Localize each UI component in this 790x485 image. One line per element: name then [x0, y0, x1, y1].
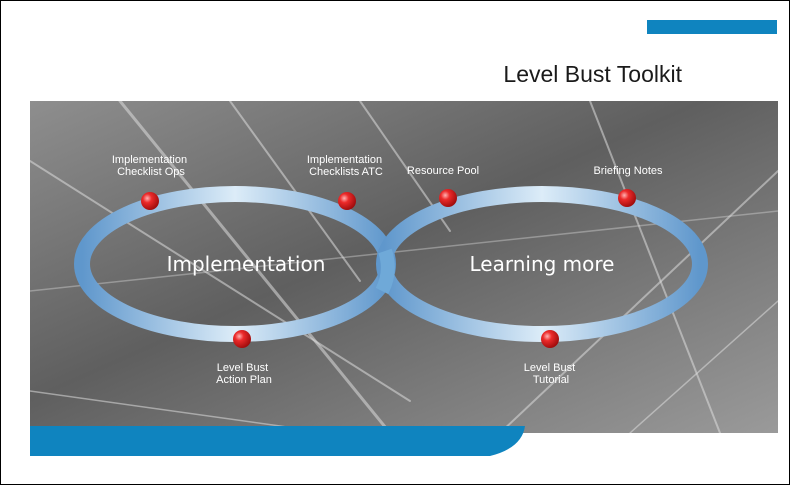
- node-resource-pool: Resource Pool: [407, 165, 479, 207]
- node-marker: [233, 330, 251, 348]
- right-ring-label: Learning more: [470, 252, 615, 276]
- toolkit-diagram: Implementation Learning more Implementat…: [30, 101, 778, 433]
- contrail: [629, 300, 778, 433]
- node-label-line: Tutorial: [533, 374, 569, 386]
- node-label-line: Checklists ATC: [309, 166, 383, 178]
- node-marker: [141, 192, 159, 210]
- contrail: [229, 101, 361, 282]
- contrail: [118, 101, 392, 433]
- node-marker: [618, 189, 636, 207]
- node-label-line: Implementation: [112, 154, 187, 166]
- sky-background: [30, 101, 778, 433]
- svg-text:Level Bust Action Plan: Level Bust Action Plan: [216, 362, 272, 386]
- svg-text:Implementation Checkli: Implementation Checklists ATC: [307, 154, 385, 178]
- node-briefing-notes: Briefing Notes: [593, 165, 663, 207]
- svg-text:Briefing Notes: Briefing Notes: [593, 165, 663, 177]
- node-label-line: Briefing Notes: [593, 165, 663, 177]
- slide-title: Level Bust Toolkit: [503, 61, 682, 87]
- ring-interlock: [375, 248, 395, 295]
- contrail: [499, 170, 778, 433]
- node-label-line: Action Plan: [216, 374, 272, 386]
- node-label-line: Implementation: [307, 154, 382, 166]
- node-label-line: Resource Pool: [407, 165, 479, 177]
- svg-text:Level Bust Tutorial: Level Bust Tutorial: [524, 362, 578, 386]
- accent-bar: [647, 20, 777, 34]
- node-level-bust-tutorial: Level Bust Tutorial: [524, 330, 578, 386]
- contrail: [30, 160, 411, 402]
- contrails: [30, 101, 778, 433]
- svg-text:Resource Pool: Resource Pool: [407, 165, 479, 177]
- node-marker: [541, 330, 559, 348]
- contrail: [30, 210, 778, 292]
- contrail: [589, 101, 721, 433]
- node-implementation-checklists-atc: Implementation Checklists ATC: [307, 154, 385, 210]
- node-label-line: Checklist Ops: [117, 166, 185, 178]
- svg-text:Implementation Checkli: Implementation Checklist Ops: [112, 154, 190, 178]
- node-label-line: Level Bust: [524, 362, 575, 374]
- node-level-bust-action-plan: Level Bust Action Plan: [216, 330, 272, 386]
- left-ring-label: Implementation: [167, 252, 326, 276]
- node-marker: [338, 192, 356, 210]
- node-marker: [439, 189, 457, 207]
- bottom-accent-band: [30, 426, 525, 456]
- node-label-line: Level Bust: [217, 362, 268, 374]
- node-implementation-checklist-ops: Implementation Checklist Ops: [112, 154, 190, 210]
